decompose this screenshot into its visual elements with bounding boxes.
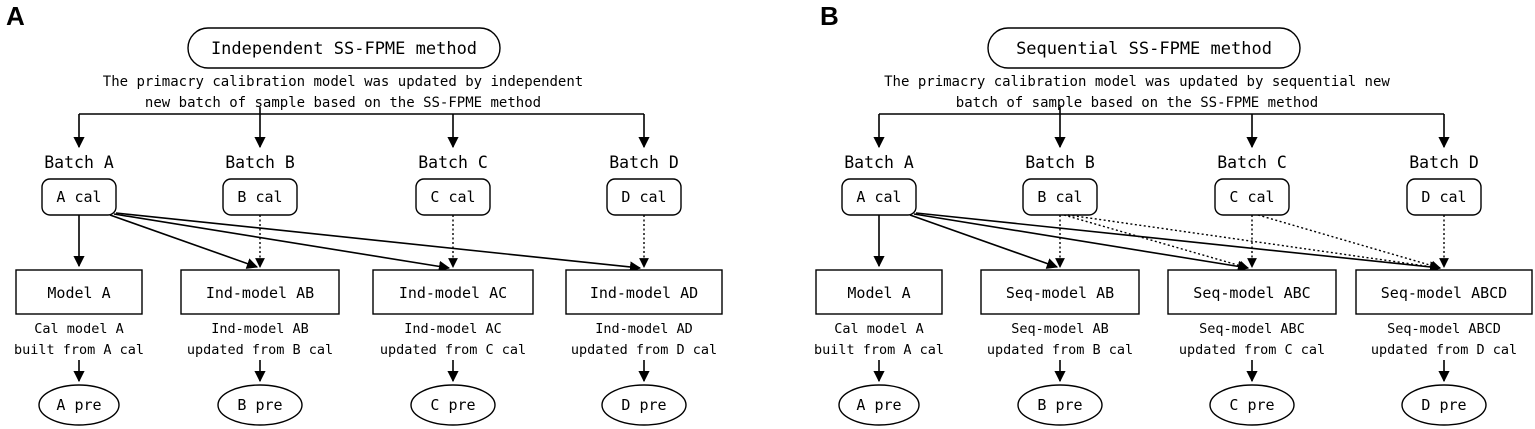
- pre-ellipse-a: [38, 384, 120, 426]
- batch-label-d: Batch D: [1409, 153, 1479, 172]
- method-description-line-2: new batch of sample based on the SS-FPME…: [145, 95, 541, 111]
- arrow-a-cal-to-model-ab: [909, 214, 1059, 269]
- method-description-line-1: The primacry calibration model was updat…: [103, 74, 583, 90]
- pre-ellipse-d: [601, 384, 687, 426]
- model-label-a: Model A: [847, 284, 910, 302]
- model-label-abc: Seq-model ABC: [1193, 284, 1310, 302]
- model-desc-a-line-2: built from A cal: [14, 342, 144, 358]
- batch-label-b: Batch B: [225, 153, 295, 172]
- model-label-ad: Ind-model AD: [590, 284, 698, 302]
- model-box-abc: [1167, 269, 1337, 315]
- pre-ellipse-c: [1209, 384, 1295, 426]
- method-description-line-1: The primacry calibration model was updat…: [884, 74, 1390, 90]
- model-desc-a-line-2: built from A cal: [814, 342, 944, 358]
- cal-label-b: B cal: [1037, 188, 1082, 206]
- model-desc-d-line-1: Ind-model AD: [595, 321, 693, 337]
- method-description-line-2: batch of sample based on the SS-FPME met…: [956, 95, 1318, 111]
- model-desc-a-line-1: Cal model A: [834, 321, 923, 337]
- method-title: Independent SS-FPME method: [211, 39, 477, 59]
- batch-label-d: Batch D: [609, 153, 679, 172]
- model-desc-d-line-1: Seq-model ABCD: [1387, 321, 1501, 337]
- model-box-a: [15, 269, 143, 315]
- arrow-a-cal-to-model-ad: [115, 212, 642, 273]
- model-desc-b-line-1: Seq-model AB: [1011, 321, 1109, 337]
- model-label-ab: Seq-model AB: [1006, 284, 1114, 302]
- model-desc-b-line-2: updated from B cal: [987, 342, 1133, 358]
- pre-ellipse-d: [1401, 384, 1487, 426]
- model-box-ad: [565, 269, 723, 315]
- dotted-arrow-c-cal-to-abcd: [1257, 214, 1441, 271]
- model-label-a: Model A: [47, 284, 110, 302]
- model-desc-c-line-2: updated from C cal: [1179, 342, 1325, 358]
- pre-label-b: B pre: [1037, 396, 1082, 414]
- arrow-a-cal-to-model-ab: [109, 214, 259, 269]
- method-title-box: [987, 27, 1301, 69]
- pre-label-c: C pre: [430, 396, 475, 414]
- batch-label-c: Batch C: [1217, 153, 1287, 172]
- panel-letter: B: [820, 1, 839, 31]
- model-desc-d-line-2: updated from D cal: [1371, 342, 1517, 358]
- pre-ellipse-a: [838, 384, 920, 426]
- model-desc-d-line-2: updated from D cal: [571, 342, 717, 358]
- cal-label-b: B cal: [237, 188, 282, 206]
- model-box-ac: [372, 269, 534, 315]
- panel-b: B Sequential SS-FPME method The primacry…: [814, 1, 1533, 426]
- model-desc-c-line-1: Ind-model AC: [404, 321, 502, 337]
- model-label-abcd: Seq-model ABCD: [1381, 284, 1507, 302]
- arrow-a-cal-to-model-abc: [913, 213, 1250, 272]
- panel-letter: A: [6, 1, 25, 31]
- cal-label-c: C cal: [1229, 188, 1274, 206]
- batch-label-b: Batch B: [1025, 153, 1095, 172]
- model-box-ab: [980, 269, 1140, 315]
- model-box-ab: [180, 269, 340, 315]
- method-title-box: [187, 27, 501, 69]
- pre-ellipse-b: [1017, 384, 1103, 426]
- dotted-arrow-b-cal-to-abcd: [1067, 214, 1441, 272]
- model-desc-c-line-2: updated from C cal: [380, 342, 526, 358]
- cal-label-d: D cal: [621, 188, 666, 206]
- dotted-arrow-b-cal-to-abc: [1063, 214, 1249, 271]
- pre-ellipse-c: [410, 384, 496, 426]
- model-desc-c-line-1: Seq-model ABC: [1199, 321, 1305, 337]
- panel-a: A Independent SS-FPME method The primacr…: [6, 1, 723, 426]
- cal-label-c: C cal: [430, 188, 475, 206]
- model-desc-b-line-2: updated from B cal: [187, 342, 333, 358]
- pre-label-a: A pre: [856, 396, 901, 414]
- arrow-a-cal-to-model-ac: [113, 213, 451, 272]
- model-desc-b-line-1: Ind-model AB: [211, 321, 309, 337]
- pre-label-d: D pre: [1421, 396, 1466, 414]
- pre-ellipse-b: [217, 384, 303, 426]
- pre-label-b: B pre: [237, 396, 282, 414]
- model-label-ab: Ind-model AB: [206, 284, 314, 302]
- model-label-ac: Ind-model AC: [399, 284, 507, 302]
- model-box-a: [815, 269, 943, 315]
- model-desc-a-line-1: Cal model A: [34, 321, 123, 337]
- batch-label-a: Batch A: [44, 153, 114, 172]
- pre-label-c: C pre: [1229, 396, 1274, 414]
- model-box-abcd: [1355, 269, 1533, 315]
- batch-label-c: Batch C: [418, 153, 488, 172]
- cal-label-d: D cal: [1421, 188, 1466, 206]
- pre-label-a: A pre: [56, 396, 101, 414]
- batch-label-a: Batch A: [844, 153, 914, 172]
- arrow-a-cal-to-model-abcd: [915, 212, 1442, 273]
- cal-label-a: A cal: [856, 188, 901, 206]
- method-title: Sequential SS-FPME method: [1016, 39, 1272, 59]
- cal-label-a: A cal: [56, 188, 101, 206]
- pre-label-d: D pre: [621, 396, 666, 414]
